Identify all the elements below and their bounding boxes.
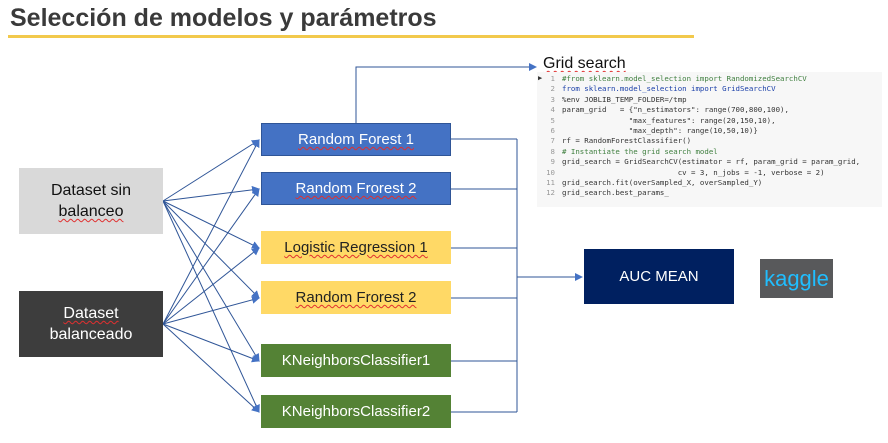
model-label: Random Frorest 2 — [295, 289, 417, 306]
edge-unbalanced-knn1 — [162, 200, 260, 362]
model-label: Random Frorest 2 — [295, 180, 417, 197]
code-line-text: #from sklearn.model_selection import Ran… — [562, 74, 807, 83]
code-line-number: 10 — [546, 167, 555, 177]
dataset-balanced-node: Dataset balanceado — [19, 291, 163, 357]
code-line-text: %env JOBLIB_TEMP_FOLDER=/tmp — [562, 94, 687, 104]
kaggle-logo: kaggle — [760, 259, 833, 298]
code-line: 2 from sklearn.model_selection import Gri… — [537, 84, 882, 94]
code-line-number: 5 — [550, 115, 555, 125]
code-line-text: grid_search = GridSearchCV(estimator = r… — [562, 157, 861, 167]
code-line: 3 %env JOBLIB_TEMP_FOLDER=/tmp — [537, 95, 882, 105]
code-line-number: 2 — [550, 84, 555, 94]
code-line-text: grid_search.fit(overSampled_X, overSampl… — [562, 178, 763, 188]
auc-mean-node: AUC MEAN — [584, 249, 734, 304]
code-line: 12 grid_search.best_params_ — [537, 188, 882, 198]
code-line: 11 grid_search.fit(overSampled_X, overSam… — [537, 178, 882, 188]
code-line-number: 7 — [550, 136, 555, 146]
code-line-text: grid_search.best_params_ — [562, 188, 669, 198]
edge-balanced-lr1 — [162, 247, 260, 325]
code-line: 8 # Instantiate the grid search model — [537, 147, 882, 157]
code-line-text: # Instantiate the grid search model — [562, 146, 718, 156]
code-line: 5 "max_features": range(20,150,10), — [537, 116, 882, 126]
model-random-frorest-2b: Random Frorest 2 — [261, 281, 451, 314]
model-random-frorest-2: Random Frorest 2 — [261, 172, 451, 205]
code-line-number: 12 — [546, 188, 555, 198]
edge-unbalanced-rf2b — [162, 200, 260, 299]
model-label: Logistic Regression 1 — [284, 239, 428, 256]
code-line-number: 6 — [550, 126, 555, 136]
model-label: KNeighborsClassifier1 — [281, 352, 431, 369]
code-line-number: 11 — [546, 178, 555, 188]
dataset-unbalanced-node: Dataset sin balanceo — [19, 168, 163, 234]
edge-balanced-rf2b — [162, 295, 260, 325]
model-kneighbors-1: KNeighborsClassifier1 — [261, 344, 451, 377]
code-line-number: 3 — [550, 94, 555, 104]
auc-mean-label: AUC MEAN — [619, 268, 699, 285]
kaggle-logo-text: kaggle — [764, 265, 829, 291]
model-kneighbors-2: KNeighborsClassifier2 — [261, 395, 451, 428]
code-line-text: "max_features": range(20,150,10), — [562, 115, 776, 125]
edge-balanced-rf2 — [162, 188, 260, 325]
dataset-balanced-label-line1: Dataset — [63, 305, 119, 322]
edge-unbalanced-lr1 — [162, 200, 260, 249]
code-line-number: 1 — [550, 74, 555, 83]
edge-balanced-rf1 — [162, 139, 260, 325]
code-line-text: param_grid = {"n_estimators": range(700,… — [562, 105, 789, 115]
dataset-balanced-label-line2: balanceado — [49, 326, 133, 343]
page-title: Selección de modelos y parámetros — [10, 4, 437, 32]
dataset-unbalanced-label-line1: Dataset sin — [50, 182, 132, 199]
code-line: 1 #from sklearn.model_selection import Ra… — [537, 74, 882, 84]
title-underline — [8, 35, 694, 38]
cell-marker-icon: ▶ — [538, 74, 543, 82]
code-line: 6 "max_depth": range(10,50,10)} — [537, 126, 882, 136]
code-line-text: "max_depth": range(10,50,10)} — [562, 126, 758, 136]
grid-search-code-block: ▶ 1 #from sklearn.model_selection import … — [537, 72, 882, 207]
code-line-number: 4 — [550, 105, 555, 115]
edge-balanced-knn1 — [162, 323, 260, 363]
code-line-number: 9 — [550, 157, 555, 167]
edge-unbalanced-rf2 — [162, 185, 260, 202]
edge-balanced-knn2 — [162, 323, 260, 413]
code-line-text: cv = 3, n_jobs = -1, verbose = 2) — [562, 167, 825, 177]
grid-search-label: Grid search — [543, 55, 626, 72]
code-line-text: from sklearn.model_selection import Grid… — [562, 84, 776, 94]
edge-unbalanced-knn2 — [162, 200, 260, 413]
code-line: 4 param_grid = {"n_estimators": range(700… — [537, 105, 882, 115]
code-line-number: 8 — [550, 146, 555, 156]
model-label: KNeighborsClassifier2 — [281, 403, 431, 420]
edge-rf1-gridsearch — [355, 63, 537, 123]
model-label: Random Forest 1 — [298, 131, 414, 148]
code-line: 9 grid_search = GridSearchCV(estimator = … — [537, 157, 882, 167]
code-line-text: rf = RandomForestClassifier() — [562, 136, 692, 146]
edge-unbalanced-rf1 — [162, 139, 260, 202]
code-line: 7 rf = RandomForestClassifier() — [537, 136, 882, 146]
model-logistic-regression-1: Logistic Regression 1 — [261, 231, 451, 264]
dataset-unbalanced-label-line2: balanceo — [58, 203, 124, 220]
model-random-forest-1: Random Forest 1 — [261, 123, 451, 156]
code-line: 10 cv = 3, n_jobs = -1, verbose = 2) — [537, 168, 882, 178]
